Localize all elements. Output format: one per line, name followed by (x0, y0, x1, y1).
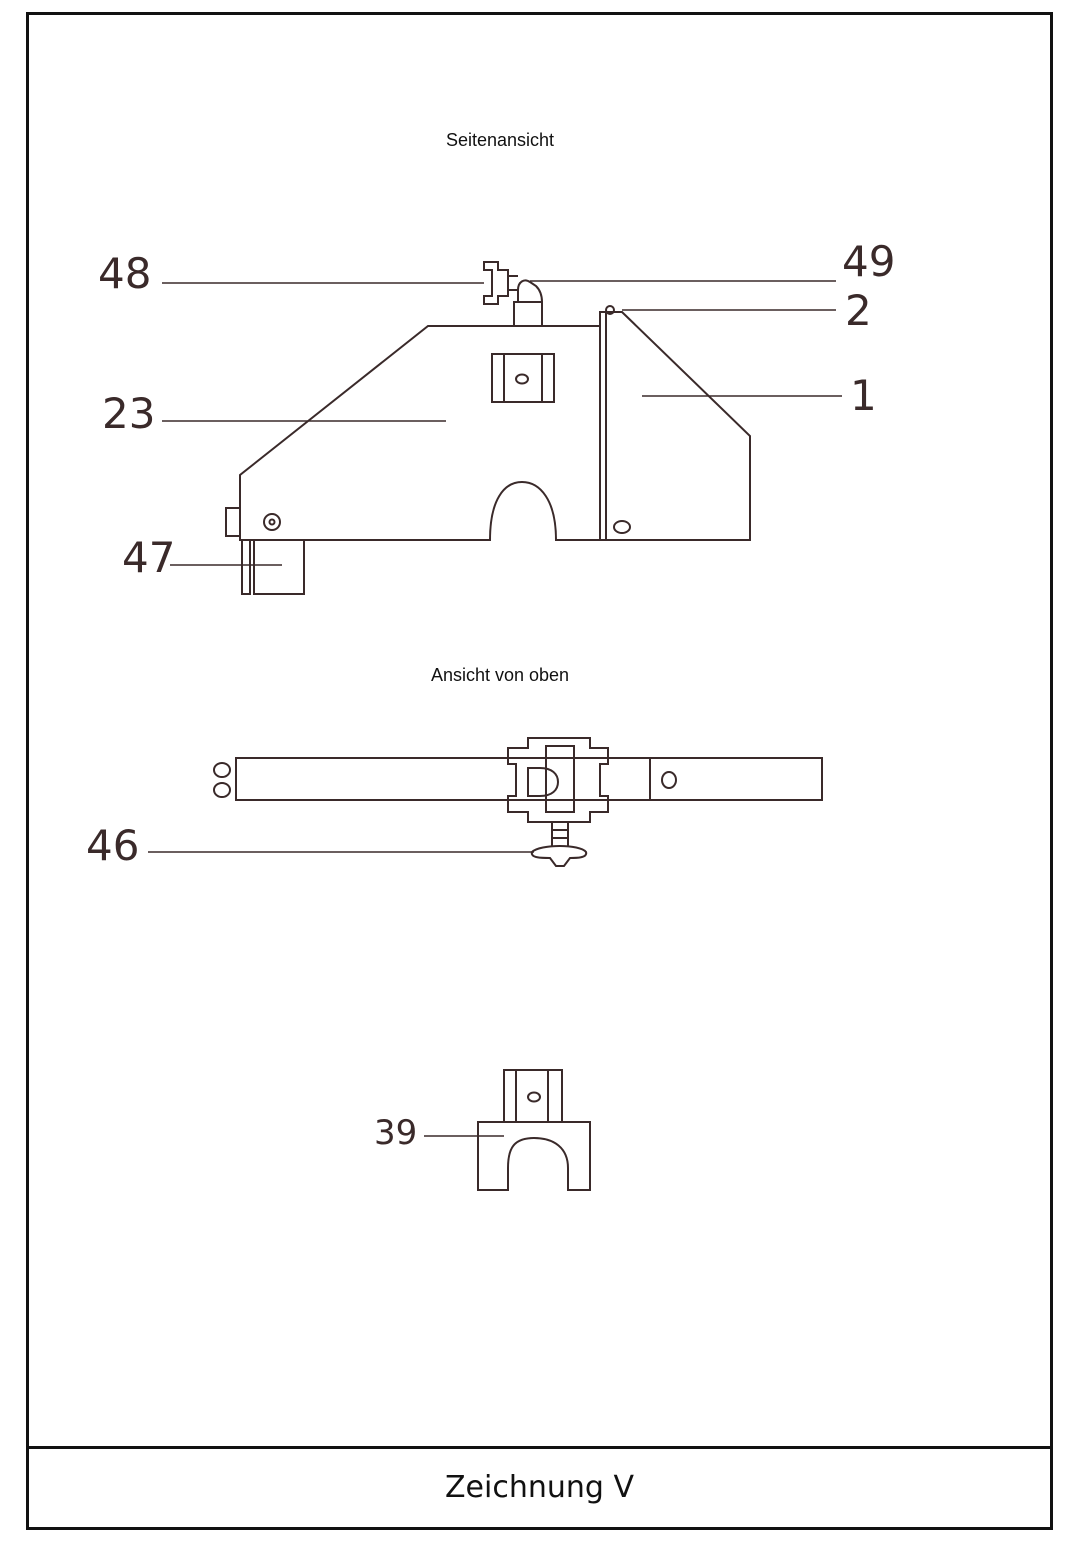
top-view: 46 (86, 737, 823, 870)
top-post (513, 301, 543, 327)
side-view-title: Seitenansicht (445, 130, 555, 150)
drawing-frame (26, 12, 1053, 1530)
label-46: 46 (86, 821, 139, 870)
top-view-title: Ansicht von oben (430, 665, 570, 685)
part-47-tab (225, 507, 241, 537)
drawing-title: Zeichnung V (445, 1470, 634, 1505)
hole-23-center (268, 518, 276, 526)
footer-divider (26, 1446, 1053, 1449)
part-49-pipe (517, 279, 543, 303)
clamp-housing (507, 737, 609, 823)
part-47-rod (241, 539, 251, 595)
part-39-view: 39 (374, 1069, 591, 1191)
part-1-body (599, 311, 751, 541)
part-48-screw (483, 261, 509, 305)
label-39: 39 (374, 1113, 417, 1153)
window-block (491, 353, 555, 403)
end-hole-upper (213, 762, 231, 778)
label-49: 49 (842, 237, 895, 286)
label-2: 2 (845, 286, 872, 335)
end-hole-lower (213, 782, 231, 798)
side-view: 48 49 2 23 1 47 (98, 237, 895, 595)
top-bar (235, 757, 823, 801)
label-1: 1 (850, 371, 877, 420)
part-2-knob (605, 305, 615, 315)
part-47-block (253, 539, 305, 595)
label-23: 23 (102, 389, 155, 438)
hole-1 (613, 520, 631, 534)
part-39-base (477, 1121, 591, 1191)
label-48: 48 (98, 249, 151, 298)
part-46-knob (530, 845, 588, 867)
part-39-upper-block (503, 1069, 563, 1123)
part-23-body (239, 325, 601, 541)
label-47: 47 (122, 533, 175, 582)
hole-23 (263, 513, 281, 531)
top-bar-hole (661, 771, 677, 789)
